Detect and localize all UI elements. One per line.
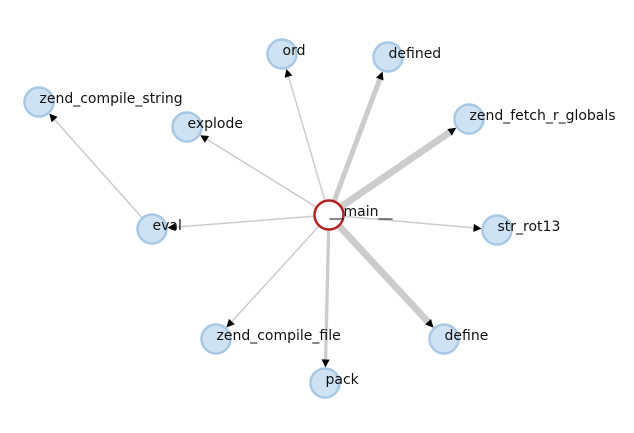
edge-main-to-explode — [200, 135, 317, 208]
edge-line — [344, 215, 474, 229]
node-circle[interactable] — [23, 86, 55, 118]
node-circle[interactable] — [309, 367, 341, 399]
edge-main-to-zend_compile_file — [226, 225, 320, 328]
node-label: zend_fetch_r_globals — [470, 108, 616, 124]
node-str_rot13[interactable]: str_rot13 — [481, 214, 561, 246]
node-pack[interactable]: pack — [309, 367, 360, 399]
edge-line — [231, 225, 320, 323]
edges-layer — [49, 68, 482, 368]
node-label: defined — [389, 46, 442, 62]
node-zend_fetch_r_globals[interactable]: zend_fetch_r_globals — [453, 103, 616, 135]
node-circle[interactable] — [372, 41, 404, 73]
node-label: str_rot13 — [498, 219, 561, 235]
node-define[interactable]: define — [428, 323, 489, 355]
edge-line — [175, 215, 314, 228]
node-circle[interactable] — [453, 103, 485, 135]
node-circle[interactable] — [200, 323, 232, 355]
node-circle[interactable] — [266, 38, 298, 70]
edge-main-to-zend_fetch_r_globals — [339, 127, 457, 210]
edge-main-to-defined — [332, 71, 384, 202]
edge-line — [206, 138, 317, 208]
arrowhead-icon — [226, 318, 235, 328]
node-circle[interactable] — [428, 323, 460, 355]
edge-line — [287, 76, 326, 201]
node-label: define — [445, 328, 489, 344]
edge-line — [323, 230, 331, 360]
arrowhead-icon — [167, 223, 176, 232]
node-circle[interactable] — [171, 111, 203, 143]
node-zend_compile_file[interactable]: zend_compile_file — [200, 323, 341, 355]
node-circle[interactable] — [481, 214, 513, 246]
node-label: pack — [326, 372, 360, 388]
arrowhead-icon — [376, 71, 384, 81]
root-node-circle[interactable] — [313, 199, 345, 231]
edge-main-to-pack — [321, 230, 331, 368]
edge-line — [332, 78, 383, 202]
node-defined[interactable]: defined — [372, 41, 442, 73]
edge-main-to-str_rot13 — [344, 215, 482, 232]
node-label: ord — [283, 43, 306, 59]
node-label: explode — [188, 116, 244, 132]
arrowhead-icon — [473, 223, 482, 232]
node-main[interactable]: __main__ — [313, 199, 394, 231]
node-eval[interactable]: eval — [136, 213, 182, 245]
node-zend_compile_string[interactable]: zend_compile_string — [23, 86, 183, 118]
nodes-layer: __main__ ord defined zend_compile_stringexp… — [23, 38, 616, 399]
node-label: __main__ — [329, 204, 394, 220]
edge-line — [336, 224, 431, 325]
edge-main-to-eval — [167, 215, 314, 232]
arrowhead-icon — [321, 359, 330, 368]
arrowhead-icon — [425, 319, 434, 328]
arrowhead-icon — [284, 68, 293, 78]
node-ord[interactable]: ord — [266, 38, 306, 70]
node-label: zend_compile_file — [217, 328, 341, 344]
arrowhead-icon — [447, 127, 457, 136]
edge-main-to-ord — [284, 68, 326, 201]
node-circle[interactable] — [136, 213, 168, 245]
edge-line — [54, 119, 143, 218]
arrowhead-icon — [200, 135, 210, 143]
node-label: zend_compile_string — [40, 91, 183, 107]
edge-eval-to-zend_compile_string — [49, 113, 143, 218]
node-label: eval — [153, 218, 182, 234]
edge-main-to-define — [336, 224, 434, 328]
edge-line — [339, 129, 452, 210]
node-explode[interactable]: explode — [171, 111, 244, 143]
arrowhead-icon — [49, 113, 58, 123]
